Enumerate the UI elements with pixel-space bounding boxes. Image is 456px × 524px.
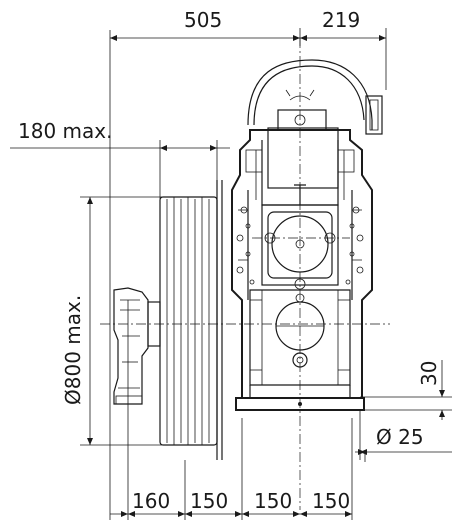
pulley-diameter-dimension xyxy=(80,196,168,446)
bottom-dimensions xyxy=(110,300,353,520)
dim-219: 219 xyxy=(322,8,360,32)
bolt-ring xyxy=(245,223,355,285)
dim-160: 160 xyxy=(132,489,170,513)
dim-30: 30 xyxy=(417,361,441,386)
outboard-bearing xyxy=(113,287,161,405)
dim-25: Ø 25 xyxy=(376,425,424,449)
dim-150-b: 150 xyxy=(254,489,292,513)
dim-800-max: Ø800 max. xyxy=(61,295,85,405)
right-dimensions xyxy=(355,360,452,462)
dim-505: 505 xyxy=(184,8,222,32)
pulley-width-dimension xyxy=(10,140,230,440)
dim-150-a: 150 xyxy=(190,489,228,513)
dimension-labels: 505 219 180 max. Ø800 max. 30 Ø 25 160 1… xyxy=(18,8,441,513)
dim-150-c: 150 xyxy=(312,489,350,513)
machine-body xyxy=(231,59,383,411)
pulley-sheave xyxy=(159,180,223,460)
top-dimensions xyxy=(109,28,387,520)
dim-180-max: 180 max. xyxy=(18,119,112,143)
centerlines xyxy=(100,38,390,510)
